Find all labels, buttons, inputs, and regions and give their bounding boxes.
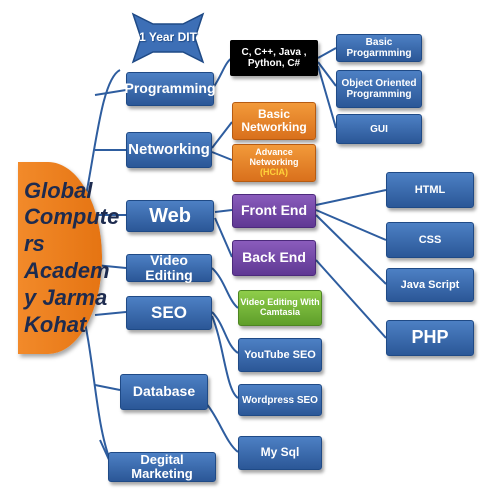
course-database[interactable]: Database xyxy=(120,374,208,410)
connector-seo-youtube xyxy=(211,311,239,354)
connector-root-programming xyxy=(94,89,127,96)
topic-basic-programming[interactable]: Basic Progarmming xyxy=(336,34,422,62)
web-front-end[interactable]: Front End xyxy=(232,194,316,228)
topic-html[interactable]: HTML xyxy=(386,172,474,208)
academy-title-line: rs xyxy=(24,231,45,257)
academy-title-node: Global Compute rs Academ y Jarma Kohat xyxy=(18,162,119,354)
topic-gui[interactable]: GUI xyxy=(336,114,422,144)
connector-video-camtasia xyxy=(211,267,239,309)
connector-front-css xyxy=(315,209,387,241)
connector-root-seo xyxy=(94,311,127,316)
advance-networking-label: Advance Networking xyxy=(249,147,299,168)
academy-title-line: Academ xyxy=(24,258,110,283)
course-web[interactable]: Web xyxy=(126,200,214,232)
academy-title: Global Compute rs Academ y Jarma Kohat xyxy=(24,178,119,339)
course-video-editing[interactable]: Video Editing xyxy=(126,252,212,283)
connector-languages-basic xyxy=(317,47,337,59)
topic-php[interactable]: PHP xyxy=(386,320,474,356)
program-badge-label: 1 Year DIT xyxy=(139,30,197,44)
star-badge-icon xyxy=(131,12,205,64)
connector-networking-basic xyxy=(211,121,233,149)
connector-languages-oop xyxy=(317,61,337,87)
academy-title-line: Compute xyxy=(24,204,120,230)
topic-youtube-seo[interactable]: YouTube SEO xyxy=(238,338,322,372)
connector-web-front xyxy=(214,209,233,213)
topic-java-script[interactable]: Java Script xyxy=(386,268,474,302)
topic-video-editing-camtasia[interactable]: Video Editing With Camtasia xyxy=(238,290,322,326)
topic-wordpress-seo[interactable]: Wordpress SEO xyxy=(238,384,322,416)
connector-root-database xyxy=(94,384,121,391)
topic-basic-networking[interactable]: Basic Networking xyxy=(232,102,316,140)
connector-back-php xyxy=(315,259,387,339)
connector-seo-wordpress xyxy=(211,315,239,399)
course-seo[interactable]: SEO xyxy=(126,296,212,330)
academy-title-line: Global xyxy=(24,177,93,203)
course-networking[interactable]: Networking xyxy=(126,132,212,168)
topic-advance-networking[interactable]: Advance Networking (HCIA) xyxy=(232,144,316,182)
course-digital-marketing[interactable]: Degital Marketing xyxy=(108,452,216,482)
course-programming[interactable]: Programming xyxy=(125,72,216,106)
topic-object-oriented-programming[interactable]: Object Oriented Programming xyxy=(336,70,422,108)
connector-web-back xyxy=(214,217,233,258)
hcia-tag: (HCIA) xyxy=(260,166,288,177)
connector-front-js xyxy=(315,214,387,285)
connector-networking-advance xyxy=(211,151,233,161)
topic-css[interactable]: CSS xyxy=(386,222,474,258)
topic-my-sql[interactable]: My Sql xyxy=(238,436,322,470)
academy-title-line: Kohat xyxy=(24,311,87,337)
connector-languages-gui xyxy=(317,65,337,129)
programming-languages[interactable]: C, C++, Java , Python, C# xyxy=(230,40,318,76)
academy-title-line: y Jarma xyxy=(24,284,108,310)
web-back-end[interactable]: Back End xyxy=(232,240,316,276)
connector-front-html xyxy=(315,189,387,206)
